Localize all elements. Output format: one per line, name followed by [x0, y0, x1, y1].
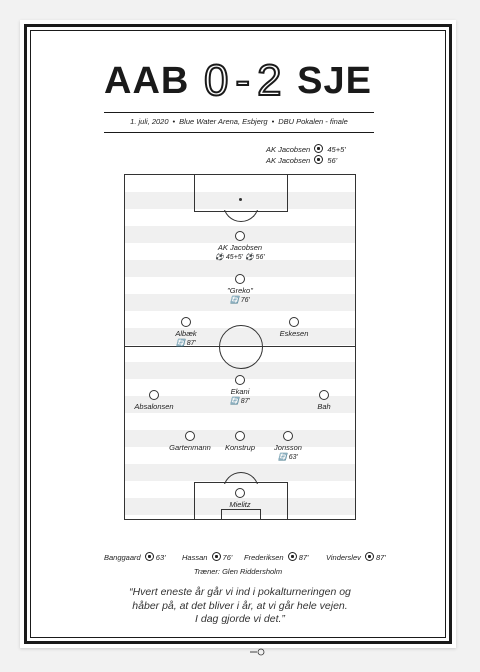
substitute-item: Vinderslev 87' — [326, 552, 386, 562]
player-marker: Albæk🔄 87' — [141, 317, 231, 348]
scorer-item: AK Jacobsen 45+5' — [266, 144, 346, 154]
divider-bottom — [104, 132, 374, 133]
player-dot — [283, 431, 293, 441]
player-dot — [235, 431, 245, 441]
player-marker: Mielitz — [195, 488, 285, 509]
center-circle — [219, 325, 263, 369]
player-dot — [289, 317, 299, 327]
swap-icon — [364, 552, 374, 561]
player-marker: Jonsson🔄 63' — [243, 431, 333, 462]
brand-logo-icon — [249, 648, 265, 657]
player-dot — [235, 488, 245, 498]
player-dot — [149, 390, 159, 400]
penalty-box-top — [194, 174, 288, 212]
substitute-item: Banggaard 63' — [104, 552, 166, 562]
home-team: AAB — [104, 59, 190, 102]
poster: AAB 0-2 SJE 1. juli, 2020•Blue Water Are… — [20, 20, 456, 656]
score-dash: - — [234, 55, 252, 106]
player-marker: Absalonsen — [109, 390, 199, 411]
match-date: 1. juli, 2020 — [130, 117, 169, 126]
match-venue: Blue Water Arena, Esbjerg — [179, 117, 268, 126]
scorer-item: AK Jacobsen 56' — [266, 155, 338, 165]
coach-name: Træner: Glen Riddersholm — [193, 567, 283, 576]
player-marker: Konstrup — [195, 431, 285, 452]
player-dot — [235, 231, 245, 241]
poster-frame-inner — [30, 30, 446, 638]
player-dot — [235, 274, 245, 284]
player-marker: Ekani🔄 87' — [195, 375, 285, 406]
player-marker: AK Jacobsen⚽ 45+5' ⚽ 56' — [195, 231, 285, 262]
quote: “Hvert eneste år går vi ind i pokalturne… — [129, 586, 351, 625]
player-marker: Bah — [279, 390, 369, 411]
swap-icon — [287, 552, 297, 561]
penalty-spot-top — [239, 198, 242, 201]
substitute-item: Frederiksen 87' — [244, 552, 309, 562]
match-score: AAB 0-2 SJE — [20, 55, 456, 106]
divider-top — [104, 112, 374, 113]
player-marker: Eskesen — [249, 317, 339, 338]
match-meta: 1. juli, 2020•Blue Water Arena, Esbjerg•… — [130, 117, 348, 126]
player-dot — [319, 390, 329, 400]
player-marker: "Greko"🔄 76' — [195, 274, 285, 305]
swap-icon — [144, 552, 154, 561]
player-dot — [235, 375, 245, 385]
away-goals: 2 — [256, 55, 283, 106]
ball-icon — [314, 155, 324, 164]
substitute-item: Hassan 76' — [182, 552, 233, 562]
player-marker: Gartenmann — [145, 431, 235, 452]
player-dot — [185, 431, 195, 441]
poster-frame-outer — [24, 24, 452, 644]
ball-icon — [314, 144, 324, 153]
away-team: SJE — [297, 59, 372, 102]
scorer-list: AK Jacobsen 45+5' AK Jacobsen 56' — [266, 144, 346, 166]
home-goals: 0 — [203, 55, 230, 106]
player-dot — [181, 317, 191, 327]
swap-icon — [211, 552, 221, 561]
goal-area-bottom — [221, 509, 261, 520]
match-competition: DBU Pokalen - finale — [278, 117, 348, 126]
